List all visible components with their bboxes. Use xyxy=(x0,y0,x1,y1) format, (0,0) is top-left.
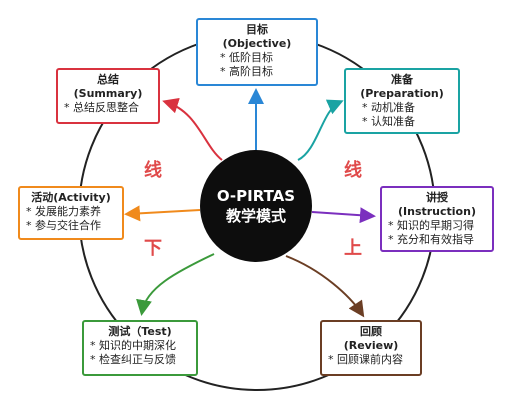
hub-subtitle: 教学模式 xyxy=(225,207,286,225)
node-instruction: 讲授 (Instruction) * 知识的早期习得 * 充分和有效指导 xyxy=(380,186,494,252)
node-summary-subtitle: (Summary) xyxy=(73,87,143,100)
node-test-title: 测试（Test) xyxy=(108,325,172,338)
node-preparation-title: 准备 xyxy=(391,73,413,86)
node-activity-title: 活动(Activity) xyxy=(31,191,111,204)
node-test: 测试（Test) * 知识的中期深化 * 检查纠正与反馈 xyxy=(82,320,198,376)
arrow-to-review xyxy=(285,255,365,318)
arrow-to-instruction xyxy=(311,207,376,224)
side-label-offline-left: 下 xyxy=(144,238,162,259)
arrow-to-preparation xyxy=(297,99,344,161)
node-activity: 活动(Activity) * 发展能力素养 * 参与交往合作 xyxy=(18,186,124,240)
node-test-item-1: * 知识的中期深化 xyxy=(90,339,176,352)
node-review-title: 回顾 xyxy=(360,325,382,338)
arrow-to-test xyxy=(136,253,215,316)
node-objective-item-1: * 低阶目标 xyxy=(220,51,273,64)
node-activity-item-2: * 参与交往合作 xyxy=(26,219,101,232)
node-review: 回顾 (Review) * 回顾课前内容 xyxy=(320,320,422,376)
node-review-item-1: * 回顾课前内容 xyxy=(328,353,403,366)
node-objective-subtitle: (Objective) xyxy=(222,37,292,50)
arrow-to-activity xyxy=(124,205,201,222)
side-label-offline-right: 上 xyxy=(344,238,362,259)
node-preparation-item-2: * 认知准备 xyxy=(362,115,415,128)
node-instruction-item-1: * 知识的早期习得 xyxy=(388,219,474,232)
node-objective-title: 目标 xyxy=(246,23,268,36)
node-review-subtitle: (Review) xyxy=(343,339,399,352)
node-preparation-subtitle: (Preparation) xyxy=(360,87,444,100)
node-instruction-item-2: * 充分和有效指导 xyxy=(388,233,474,246)
node-summary: 总结 (Summary) * 总结反思整合 xyxy=(56,68,160,124)
node-objective-item-2: * 高阶目标 xyxy=(220,65,273,78)
node-objective: 目标 (Objective) * 低阶目标 * 高阶目标 xyxy=(196,18,318,86)
side-label-online-right: 线 xyxy=(344,160,362,181)
node-summary-title: 总结 xyxy=(97,73,119,86)
node-test-item-2: * 检查纠正与反馈 xyxy=(90,353,176,366)
hub-title: O-PIRTAS xyxy=(216,187,296,205)
node-preparation: 准备 (Preparation) * 动机准备 * 认知准备 xyxy=(344,68,460,134)
node-preparation-item-1: * 动机准备 xyxy=(362,101,415,114)
arrow-to-summary xyxy=(162,97,223,161)
node-summary-item-1: * 总结反思整合 xyxy=(64,101,139,114)
node-instruction-title: 讲授 xyxy=(426,191,448,204)
center-hub: O-PIRTAS 教学模式 xyxy=(200,150,312,262)
side-label-online-left: 线 xyxy=(144,160,162,181)
node-activity-item-1: * 发展能力素养 xyxy=(26,205,101,218)
node-instruction-subtitle: (Instruction) xyxy=(398,205,476,218)
